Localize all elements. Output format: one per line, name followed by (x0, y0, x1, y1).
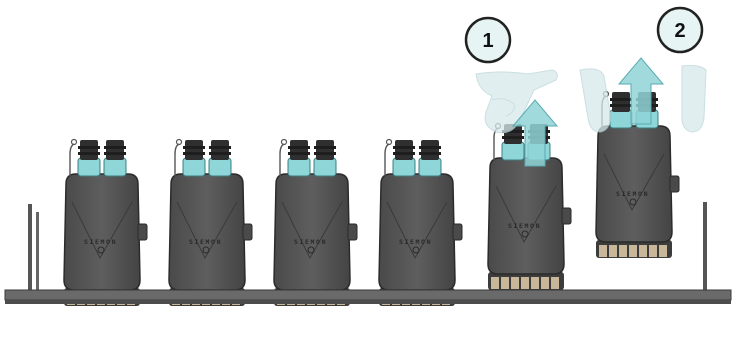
callout-1-label: 1 (482, 30, 493, 52)
module-4 (378, 138, 463, 307)
callout-1: 1 (464, 16, 512, 64)
module-1 (63, 138, 148, 307)
hand-icon (579, 65, 707, 133)
callout-circle-icon (656, 6, 704, 54)
hand-icon (475, 69, 558, 134)
mounting-rail (4, 289, 732, 304)
callout-2: 2 (656, 6, 704, 54)
module-3 (273, 138, 358, 307)
module-2 (168, 138, 253, 307)
callout-2-label: 2 (674, 20, 685, 42)
module-6-brand: SIEMON (616, 190, 649, 198)
left-rail-post (28, 204, 39, 302)
module-4-brand: SIEMON (399, 238, 432, 246)
module-1-brand: SIEMON (84, 238, 117, 246)
right-rail-post (703, 202, 707, 296)
module-2-brand: SIEMON (189, 238, 222, 246)
callout-circle-icon (464, 16, 512, 64)
module-5-brand: SIEMON (508, 222, 541, 230)
module-3-brand: SIEMON (294, 238, 327, 246)
